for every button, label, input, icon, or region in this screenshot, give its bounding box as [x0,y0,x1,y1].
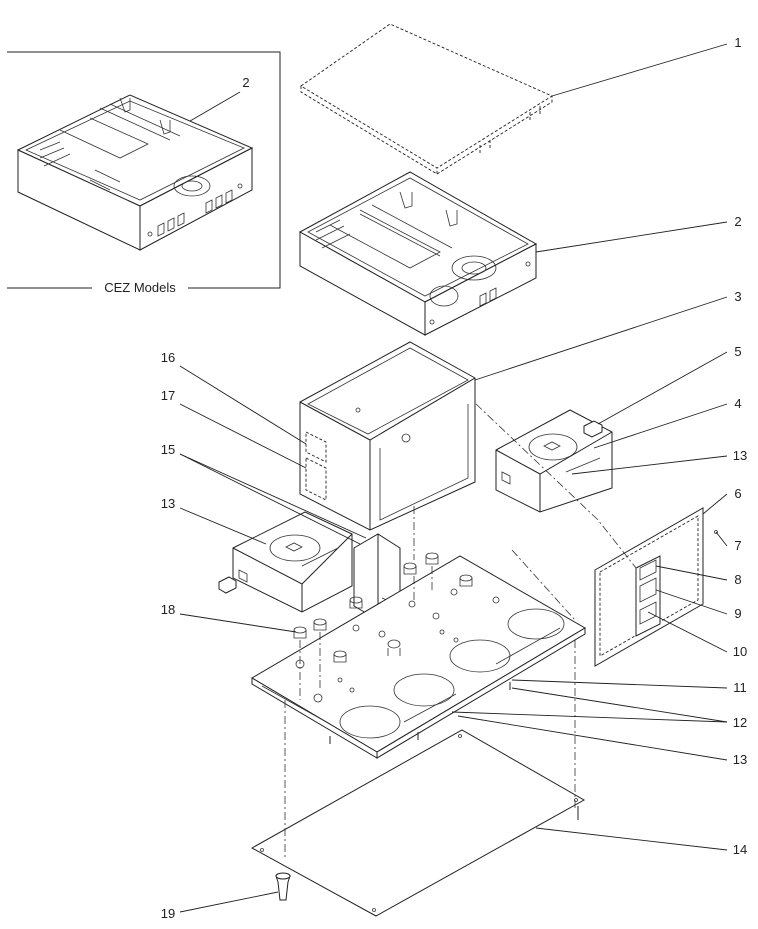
inset-tray [16,94,254,251]
callout-5: 5 [734,344,741,359]
callout-15: 15 [161,442,175,457]
callout-11: 11 [733,680,747,695]
part-2-tray [298,171,538,336]
callout-8: 8 [734,572,741,587]
part-6-panel [594,507,718,667]
inset-frame [7,51,281,289]
callout-9: 9 [734,606,741,621]
callout-2: 2 [734,214,741,229]
callout-10: 10 [733,644,747,659]
callout-labels: 1 2 3 5 4 13 6 7 8 9 10 11 12 13 14 16 1… [161,35,747,921]
part-14-bottom-plate [250,549,586,917]
callout-7: 7 [734,538,741,553]
inset-callout-2: 2 [242,75,249,90]
cez-models-inset: CEZ Models 2 [7,51,281,295]
callout-17: 17 [161,388,175,403]
callout-3: 3 [734,289,741,304]
callout-14: 14 [733,842,747,857]
part-3-open-box [299,341,476,560]
callout-13-lower: 13 [733,752,747,767]
guide-3-to-6 [475,403,637,569]
part-1-top-cover [300,23,553,175]
callout-13-upper: 13 [733,448,747,463]
leader-lines [179,43,728,913]
callout-4: 4 [734,396,741,411]
callout-19: 19 [161,906,175,921]
part-13-box-left [218,511,353,613]
callout-16: 16 [161,350,175,365]
callout-1: 1 [734,35,741,50]
part-19-leg [275,872,291,901]
inset-caption: CEZ Models [104,280,176,295]
callout-6: 6 [734,486,741,501]
part-4-box-right [495,409,613,513]
callout-13-left: 13 [161,496,175,511]
part-5-switch [583,420,603,438]
callout-12: 12 [733,715,747,730]
part-18-grommets [293,552,473,700]
callout-18: 18 [161,602,175,617]
base-plate [251,555,586,759]
